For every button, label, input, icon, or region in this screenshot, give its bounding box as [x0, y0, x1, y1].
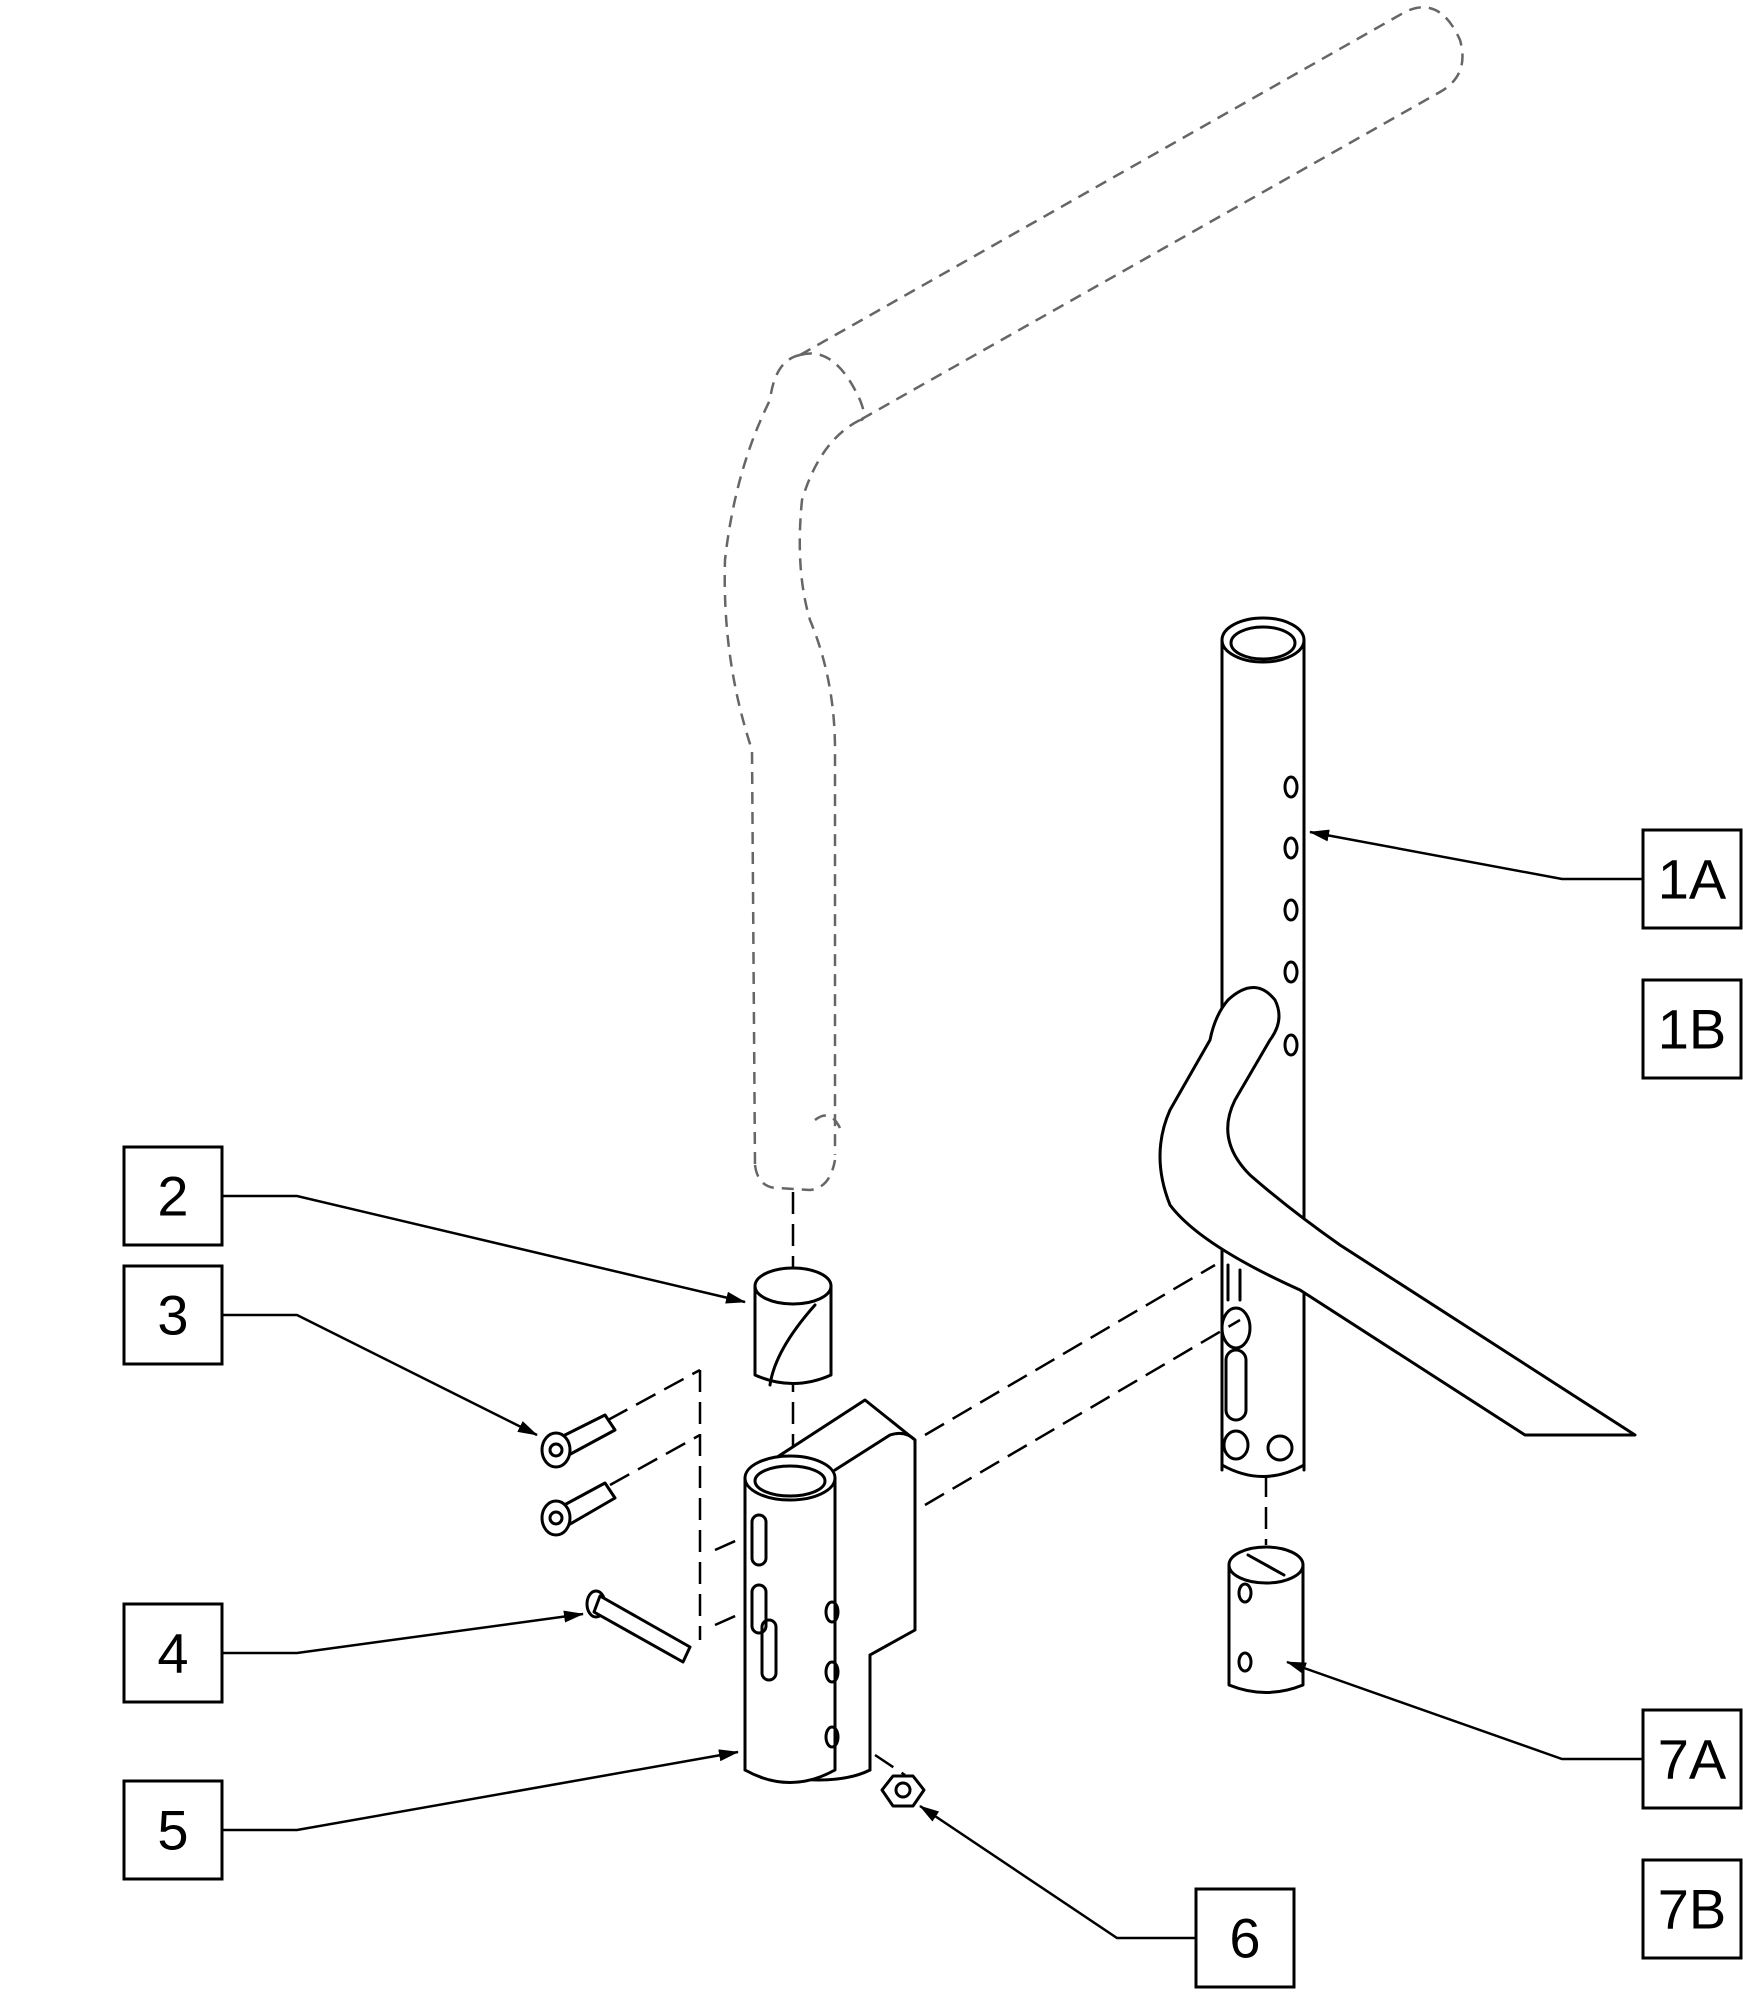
- callout-1A-label: 1A: [1658, 848, 1727, 911]
- callout-3-label: 3: [157, 1284, 188, 1347]
- screw-part-3-lower: [540, 1481, 617, 1537]
- callout-2-label: 2: [157, 1165, 188, 1228]
- callout-7A: 7A: [1641, 1708, 1743, 1810]
- screw-part-3-upper: [540, 1413, 617, 1469]
- callout-4-label: 4: [157, 1622, 188, 1685]
- leader-lines: [222, 829, 1642, 1940]
- callout-6: 6: [1194, 1887, 1296, 1989]
- callout-5: 5: [122, 1779, 224, 1881]
- bushing-part-7: [1227, 1545, 1305, 1694]
- nut-part-6: [880, 1774, 926, 1808]
- phantom-armrest-tube: [723, 6, 1464, 1192]
- bushing-part-2: [753, 1266, 833, 1387]
- callout-7B-label: 7B: [1658, 1878, 1727, 1941]
- callout-5-label: 5: [157, 1799, 188, 1862]
- assembly-axis-lines: [607, 1192, 1268, 1777]
- callout-7A-label: 7A: [1658, 1728, 1727, 1791]
- callout-1B-label: 1B: [1658, 998, 1727, 1061]
- callout-7B: 7B: [1641, 1858, 1743, 1960]
- callout-1B: 1B: [1641, 978, 1743, 1080]
- callout-3: 3: [122, 1264, 224, 1366]
- callout-6-label: 6: [1229, 1907, 1260, 1970]
- callout-2: 2: [122, 1145, 224, 1247]
- bolt-part-4: [585, 1589, 692, 1664]
- vertical-tube-assembly: [1158, 616, 1637, 1478]
- callout-4: 4: [122, 1602, 224, 1704]
- callout-1A: 1A: [1641, 828, 1743, 930]
- receiver-clamp-part-5: [743, 1398, 917, 1784]
